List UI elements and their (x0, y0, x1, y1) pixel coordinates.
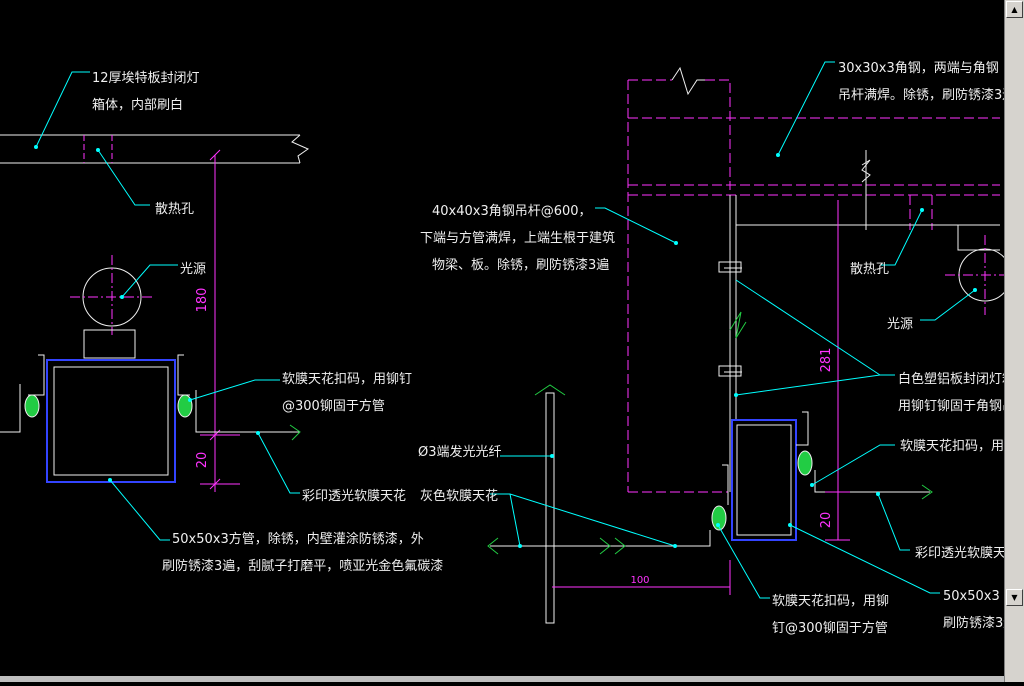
label-clip-left-2: @300铆固于方管 (282, 398, 385, 414)
right-detail: 281 20 100 30x30x3角钢，两端与角钢 吊杆满焊。除锈，刷防锈漆3… (418, 61, 1019, 636)
dim-right-gap: 20 (819, 512, 834, 529)
dim-left-height: 180 (195, 288, 210, 313)
label-clip-right-bottom-1: 软膜天花扣码，用铆 (772, 593, 889, 609)
label-clip-right-top: 软膜天花扣码，用铆 (900, 438, 1004, 454)
label-hanger-2: 下端与方管满焊，上端生根于建筑 (420, 230, 615, 246)
label-tube-left-1: 50x50x3方管，除锈，内壁灌涂防锈漆，外 (172, 531, 424, 547)
dim-bottom-width: 100 (630, 575, 649, 586)
left-detail: 180 20 (0, 71, 443, 574)
label-clip-left-1: 软膜天花扣码，用铆钉 (282, 371, 412, 387)
label-tube-left-2: 刷防锈漆3遍，刮腻子打磨平，喷亚光金色氟碳漆 (162, 558, 443, 574)
square-tube-left (46, 359, 176, 483)
label-grey-film: 灰色软膜天花 (420, 488, 498, 504)
label-light-source-right: 光源 (887, 317, 913, 332)
label-vent-left: 散热孔 (155, 202, 194, 217)
label-film-left: 彩印透光软膜天花 (302, 488, 406, 504)
vertical-scrollbar[interactable]: ▲ ▼ (1004, 0, 1024, 682)
clip-left-a (0, 354, 45, 433)
lamp-left (70, 255, 154, 359)
top-board-left (0, 134, 310, 164)
label-fiber: Ø3端发光光纤 (418, 444, 502, 460)
label-vent-right: 散热孔 (850, 262, 889, 277)
label-tube-right-2: 刷防锈漆3遍 (943, 615, 1004, 631)
label-light-source-left: 光源 (180, 262, 206, 277)
clip-left-b (177, 354, 301, 441)
label-hanger-1: 40x40x3角钢吊杆@600， (432, 204, 592, 219)
label-clip-right-bottom-2: 钉@300铆固于方管 (772, 620, 888, 636)
building-frame (627, 79, 1000, 493)
horizontal-scrollbar[interactable] (0, 676, 1004, 682)
label-lamp-box-left-2: 箱体，内部刷白 (92, 97, 183, 113)
label-lamp-box-left-1: 12厚埃特板封闭灯 (92, 71, 200, 86)
label-film-right: 彩印透光软膜天花 (915, 545, 1004, 561)
label-hanger-3: 物梁、板。除锈，刷防锈漆3遍 (432, 257, 609, 273)
label-alu-panel-2: 用铆钉铆固于角钢吊 (898, 399, 1004, 414)
label-alu-panel-1: 白色塑铝板封闭灯箱 (898, 371, 1004, 387)
label-angle-top-2: 吊杆满焊。除锈，刷防锈漆3遍 (838, 87, 1004, 103)
dim-left-gap: 20 (195, 452, 210, 469)
scroll-down-button[interactable]: ▼ (1006, 589, 1023, 606)
scroll-up-button[interactable]: ▲ (1006, 1, 1023, 18)
label-tube-right-1: 50x50x3 (943, 589, 1000, 604)
dim-right-height: 281 (819, 348, 834, 373)
cad-drawing: 180 20 (0, 61, 1019, 636)
label-angle-top-1: 30x30x3角钢，两端与角钢 (838, 61, 999, 76)
